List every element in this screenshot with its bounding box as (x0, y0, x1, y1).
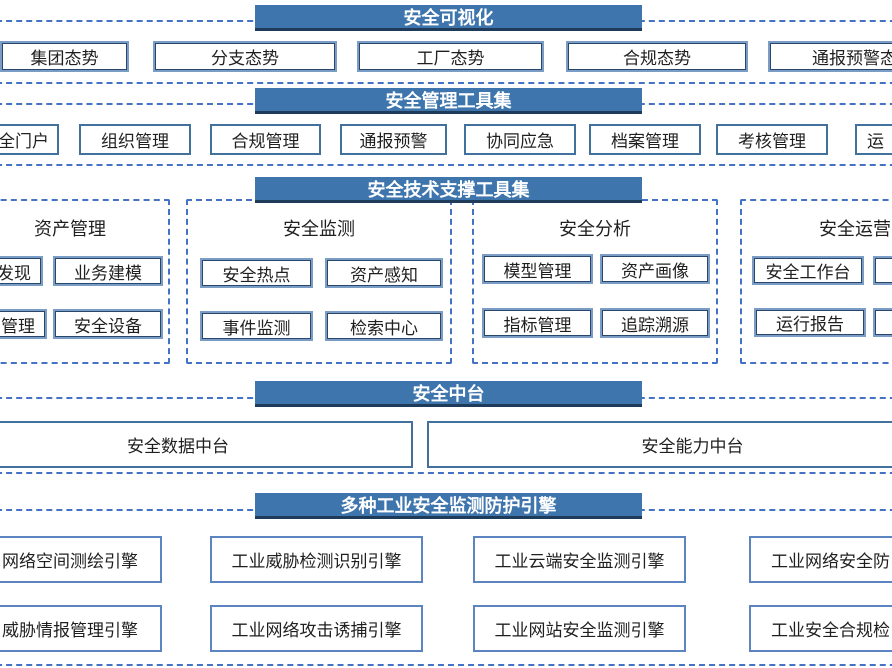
asset-management-box: 发现 (0, 256, 43, 286)
security-monitoring-box: 检索中心 (325, 311, 443, 341)
security-operation-box: 安全工作台 (752, 256, 864, 285)
engine-box: 工业云端安全监测引擎 (473, 536, 686, 583)
management-box: 全门户 (0, 124, 59, 155)
visualization-box: 集团态势 (0, 41, 129, 72)
security-operation-group-title: 安全运营 (819, 219, 891, 239)
security-monitoring-box: 安全热点 (200, 258, 313, 288)
security-operation-group-frame (740, 199, 892, 364)
tech-support-section-header: 安全技术支撑工具集 (255, 177, 642, 203)
management-box: 通报预警 (340, 124, 447, 155)
visualization-box: 合规态势 (566, 41, 748, 72)
engine-box: 工业网站安全监测引擎 (473, 605, 686, 652)
engine-box: 工业安全合规检 (749, 605, 892, 652)
engine-box: 工业网络安全防 (749, 536, 892, 583)
security-monitoring-group-title: 安全监测 (283, 219, 355, 239)
capability-platform-box: 安全能力中台 (427, 421, 892, 468)
asset-management-box: 管理 (0, 309, 47, 339)
security-analysis-box: 模型管理 (482, 254, 593, 284)
security-operation-box: 运行报告 (754, 308, 866, 337)
management-box: 考核管理 (716, 124, 828, 155)
management-section-header: 安全管理工具集 (255, 88, 642, 114)
engine-box: 威胁情报管理引擎 (0, 605, 162, 652)
engines-section-header: 多种工业安全监测防护引擎 (255, 493, 642, 519)
management-box: 运 (855, 124, 892, 155)
management-box: 协同应急 (464, 124, 576, 155)
security-monitoring-box: 事件监测 (200, 311, 313, 341)
engine-box: 网络空间测绘引擎 (0, 536, 162, 583)
engine-box: 工业威胁检测识别引擎 (210, 536, 423, 583)
security-operation-box (873, 308, 892, 337)
security-monitoring-box: 资产感知 (325, 258, 443, 288)
asset-management-box: 安全设备 (53, 309, 163, 339)
data-platform-box: 安全数据中台 (0, 421, 413, 468)
visualization-box: 工厂态势 (357, 41, 544, 72)
engine-box: 工业网络攻击诱捕引擎 (210, 605, 423, 652)
management-box: 档案管理 (589, 124, 701, 155)
visualization-box: 分支态势 (153, 41, 337, 72)
security-analysis-group-title: 安全分析 (559, 219, 631, 239)
management-box: 组织管理 (79, 124, 191, 155)
asset-management-box: 业务建模 (53, 256, 163, 286)
visualization-box: 通报预警态势 (768, 41, 892, 72)
visualization-section-header: 安全可视化 (255, 5, 642, 31)
management-box: 合规管理 (210, 124, 321, 155)
security-operation-box (873, 256, 892, 285)
middle-platform-section-header: 安全中台 (255, 381, 642, 407)
asset-management-group-frame (0, 199, 170, 364)
asset-management-group-title: 资产管理 (34, 219, 106, 239)
security-analysis-box: 资产画像 (600, 254, 710, 284)
security-analysis-box: 追踪溯源 (600, 308, 710, 338)
security-analysis-box: 指标管理 (482, 308, 593, 338)
